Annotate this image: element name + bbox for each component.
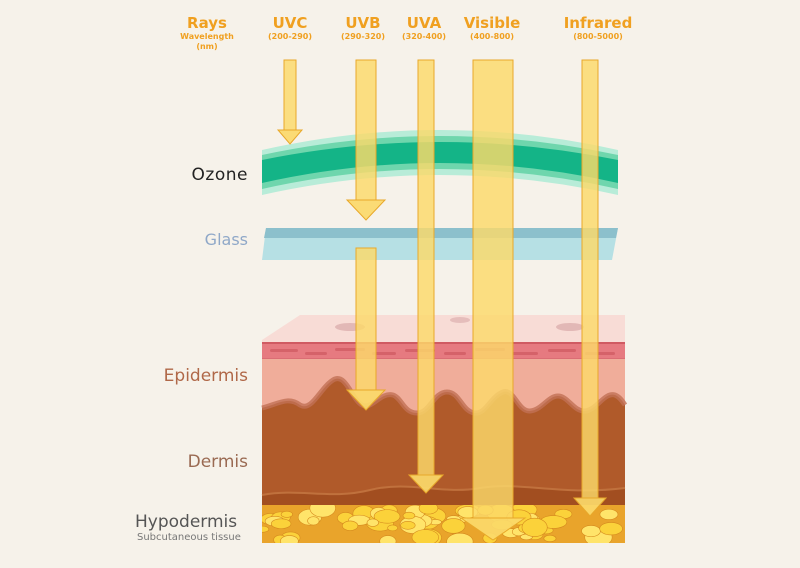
wavelength-unit: (nm) <box>196 42 218 51</box>
hypodermis-sub-label: Subcutaneous tissue <box>137 532 241 543</box>
wavelength-label: Wavelength <box>180 32 234 41</box>
fat-cell <box>379 535 397 543</box>
uvb-range: (290-320) <box>340 32 386 41</box>
ozone-label: Ozone <box>191 165 248 185</box>
stratum-corneum <box>262 342 625 360</box>
infrared-name: Infrared <box>563 14 633 32</box>
fat-cell <box>400 521 416 530</box>
fat-cell <box>262 525 270 533</box>
uvc-range: (200-290) <box>267 32 313 41</box>
uvc-ray-shaft <box>283 59 297 131</box>
fat-cell <box>280 535 299 543</box>
dermis-label: Dermis <box>187 452 248 472</box>
ozone-layer <box>262 130 618 195</box>
uva-ray-shaft <box>417 59 435 476</box>
uvb-ray-shaft <box>355 59 377 201</box>
fat-cell <box>342 520 359 531</box>
uva-name: UVA <box>406 14 442 32</box>
glass-label: Glass <box>204 230 248 249</box>
uva-ray-arrowhead <box>407 474 445 494</box>
skin-cross-section <box>261 315 628 543</box>
fat-cell <box>373 509 401 524</box>
fat-cell <box>309 505 336 518</box>
fat-cell <box>418 505 439 515</box>
infrared-ray-shaft <box>581 59 599 499</box>
column-header-infrared: Infrared (800-5000) <box>556 14 640 42</box>
fat-cells <box>262 505 623 543</box>
glass-pane <box>262 228 618 260</box>
rays-title: Rays <box>187 14 227 32</box>
visible-ray-shaft <box>472 59 514 519</box>
visible-range: (400-800) <box>469 32 515 41</box>
infrared-ray-arrowhead <box>572 497 608 517</box>
fat-cell <box>387 524 398 532</box>
fat-cell <box>441 518 466 534</box>
fat-cell <box>581 525 601 537</box>
uvc-name: UVC <box>272 14 308 32</box>
rays-group <box>276 59 608 541</box>
fat-cell <box>270 518 292 529</box>
fat-cell <box>366 518 379 527</box>
fat-cell <box>521 517 548 537</box>
skin-surface <box>262 315 625 345</box>
epidermis-label: Epidermis <box>163 366 248 386</box>
column-header-uvc: UVC (200-290) <box>255 14 325 42</box>
fat-cell <box>599 508 619 520</box>
column-header-uva: UVA (320-400) <box>389 14 459 42</box>
fat-cell <box>411 529 439 543</box>
hypodermis-label: Hypodermis <box>135 512 238 532</box>
visible-name: Visible <box>463 14 521 32</box>
fat-cell <box>599 522 623 536</box>
uvb-ray-arrowhead <box>345 389 387 411</box>
uvb-ray-arrowhead <box>345 199 387 221</box>
fat-cell <box>307 516 320 526</box>
uva-range: (320-400) <box>401 32 447 41</box>
uvb-ray-shaft <box>355 247 377 391</box>
fat-cell <box>402 511 416 520</box>
column-header-visible: Visible (400-800) <box>454 14 530 42</box>
uvc-ray-arrowhead <box>276 129 304 145</box>
uvb-name: UVB <box>345 14 381 32</box>
visible-ray-arrowhead <box>459 517 527 541</box>
fat-cell <box>446 532 474 543</box>
rays-header: Rays Wavelength (nm) <box>168 14 246 52</box>
column-header-uvb: UVB (290-320) <box>328 14 398 42</box>
fat-cell <box>280 510 293 518</box>
infrared-range: (800-5000) <box>573 32 623 41</box>
fat-cell <box>543 534 557 543</box>
